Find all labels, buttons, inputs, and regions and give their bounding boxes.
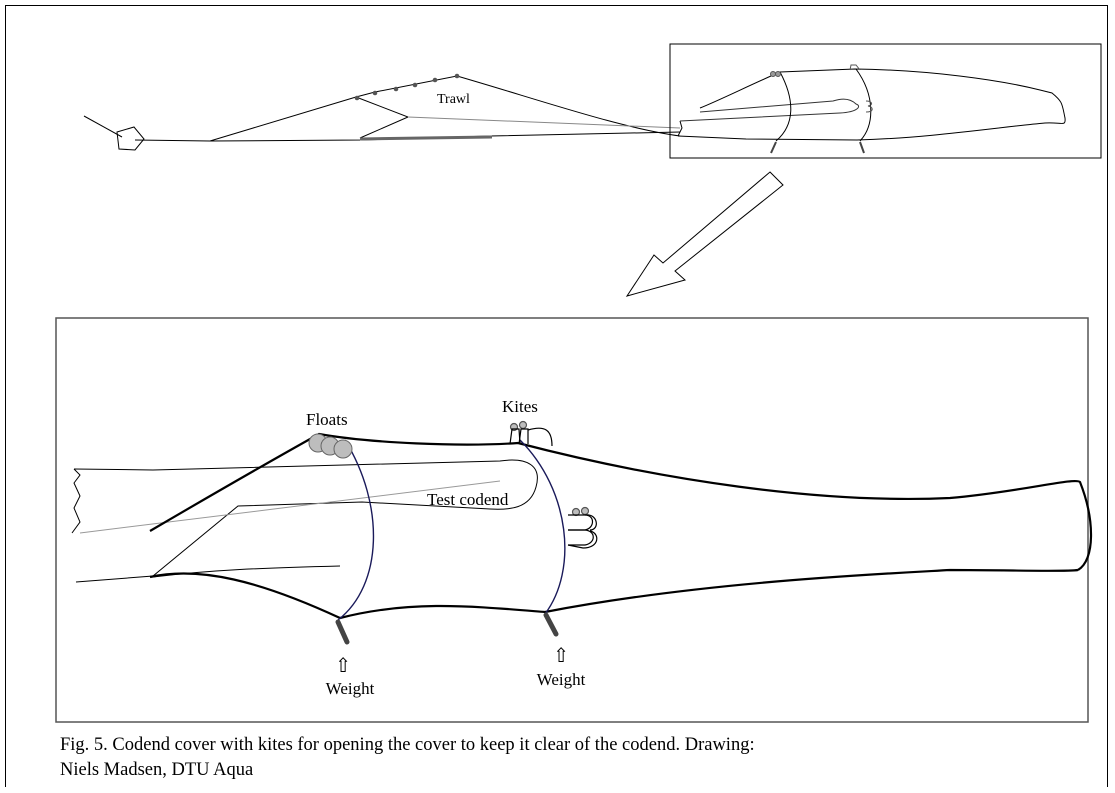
weight-label-right: Weight [537, 670, 586, 689]
ground-rope [359, 135, 493, 141]
kites-side [567, 506, 598, 549]
weight-label-left: Weight [326, 679, 375, 698]
codend-lower-taper [152, 565, 341, 578]
otter-board [116, 126, 145, 151]
caption-line-1: Fig. 5. Codend cover with kites for open… [60, 735, 755, 755]
trawl-overview [83, 73, 681, 151]
weight-arrow-left-icon: ⇧ [335, 655, 352, 677]
weights [335, 612, 559, 645]
trawl-wing [355, 96, 410, 139]
trawl-label: Trawl [437, 92, 470, 107]
test-codend-label: Test codend [427, 490, 509, 509]
floats-group [308, 433, 353, 459]
figure-frame [5, 5, 1108, 787]
kites-label: Kites [502, 397, 538, 416]
bridle-line [134, 139, 211, 142]
caption-line-2: Niels Madsen, DTU Aqua [60, 760, 254, 780]
weight-left [335, 619, 350, 645]
cover-upper-edge [149, 432, 1093, 571]
detail-box [55, 317, 1089, 723]
cover-lower-edge [149, 568, 1079, 620]
ring-right [519, 439, 566, 615]
kites-top [509, 420, 553, 447]
zoom-box [669, 43, 1102, 159]
codend-small [677, 64, 1066, 154]
trawl-center-line [407, 116, 681, 129]
floats-label: Floats [306, 410, 348, 429]
test-codend [71, 459, 538, 583]
weight-right [543, 612, 559, 637]
trawl-upper-panel [209, 75, 681, 142]
ring-left [337, 439, 375, 621]
zoom-arrow [625, 171, 784, 297]
warp-line [83, 115, 123, 138]
codend-cover [149, 432, 1093, 620]
figure-caption: Fig. 5. Codend cover with kites for open… [60, 733, 1090, 783]
float [333, 439, 353, 459]
weight-arrow-right-icon: ⇧ [553, 645, 570, 667]
headline-floats [354, 73, 460, 101]
cover-rings [337, 439, 566, 621]
